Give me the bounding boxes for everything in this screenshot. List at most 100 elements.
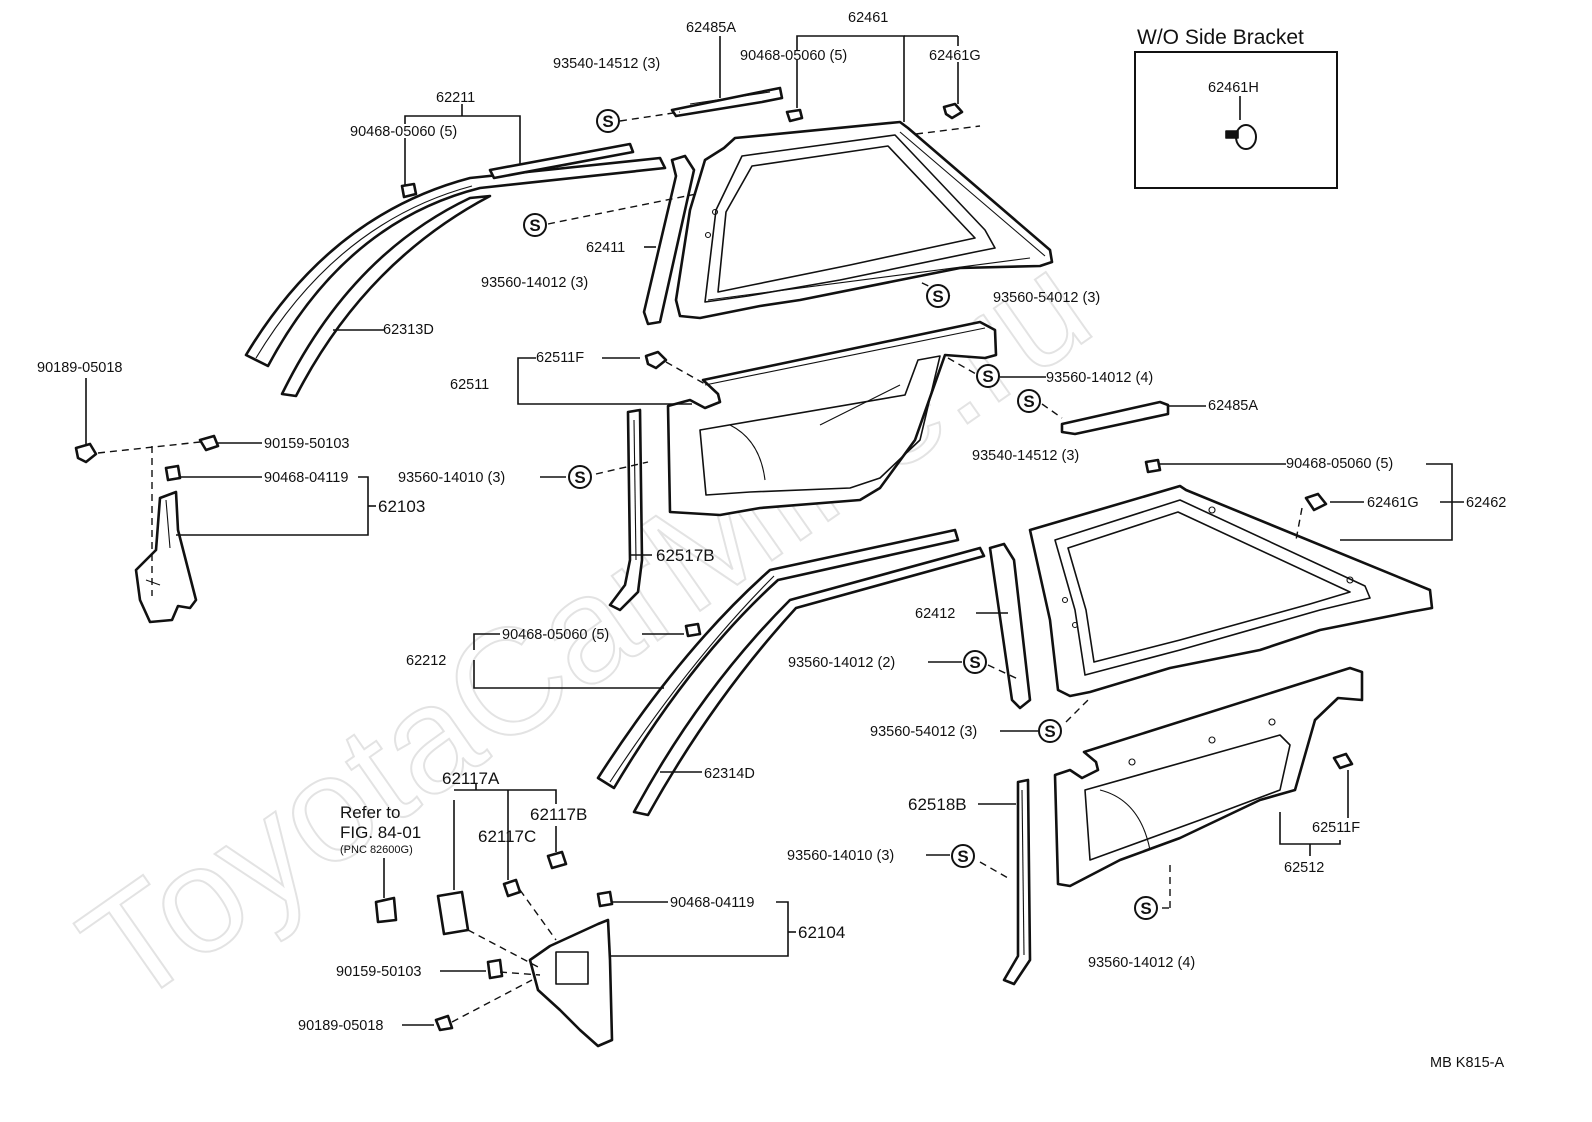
label-90159-50103-b: 90159-50103 (336, 964, 421, 980)
label-62511: 62511 (450, 377, 489, 393)
inset-box: W/O Side Bracket 62461H (1134, 26, 1338, 189)
molding-62314D (596, 528, 986, 817)
clip-62511F-b (1332, 752, 1354, 770)
quarter-window-frame-62462 (1028, 484, 1434, 698)
label-90189-05018-b: 90189-05018 (298, 1018, 383, 1034)
label-62485A-mid: 62485A (1208, 398, 1258, 414)
clip-90468-04119-b (596, 890, 614, 908)
label-93560-14012-a: 93560-14012 (3) (481, 275, 588, 291)
label-62211: 62211 (436, 90, 475, 106)
pillar-trim-62103 (134, 490, 198, 624)
svg-text:S: S (1140, 899, 1151, 918)
seal-badge: S (1017, 389, 1041, 413)
dashed-connectors (97, 111, 1303, 1023)
label-62511F-b: 62511F (1312, 820, 1360, 836)
label-90468-05060-mid: 90468-05060 (5) (502, 627, 609, 643)
label-62117B: 62117B (530, 805, 587, 824)
label-90468-04119-b: 90468-04119 (670, 895, 754, 911)
clip-right-90468 (1144, 458, 1162, 474)
clip-90468-04119-a (164, 464, 182, 482)
clip-62117A-plate (436, 890, 470, 936)
label-93540-14512-b: 93540-14512 (3) (972, 448, 1079, 464)
seal-badge: S (951, 844, 975, 868)
svg-text:S: S (574, 468, 585, 487)
label-90468-05060-left: 90468-05060 (5) (350, 124, 457, 140)
bracket-62485A-mid (1060, 400, 1170, 436)
label-93540-14512-top: 93540-14512 (3) (553, 56, 660, 72)
label-62117A: 62117A (442, 769, 500, 788)
bracket-62485A-top (670, 86, 784, 118)
label-90468-05060-r: 90468-05060 (5) (1286, 456, 1393, 472)
clip-62117B (546, 850, 568, 870)
clip-62511F-top (644, 350, 668, 370)
trim-panel-62512 (1053, 666, 1364, 888)
seal-badge: S (568, 465, 592, 489)
label-62461G-top: 62461G (929, 48, 981, 64)
part-labels: 62485A 62461 93540-14512 (3) 90468-05060… (37, 10, 1506, 1071)
label-62512: 62512 (1284, 860, 1324, 876)
seal-badge: S (926, 284, 950, 308)
label-90159-50103-a: 90159-50103 (264, 436, 349, 452)
label-90468-05060-top: 90468-05060 (5) (740, 48, 847, 64)
label-62461: 62461 (848, 10, 888, 26)
label-62103: 62103 (378, 497, 425, 516)
label-62313D: 62313D (383, 322, 434, 338)
svg-text:S: S (982, 367, 993, 386)
label-62485A-top: 62485A (686, 20, 736, 36)
clip-mid-90468 (684, 622, 702, 638)
inset-frame (1134, 51, 1338, 189)
seal-badge: S (976, 364, 1000, 388)
svg-text:S: S (602, 112, 613, 131)
label-62518B: 62518B (908, 795, 967, 814)
label-93560-14010-b: 93560-14010 (3) (787, 848, 894, 864)
label-refer-line1: Refer to (340, 803, 400, 822)
seal-badge: S (596, 109, 620, 133)
clip-left-90468 (400, 182, 418, 199)
label-93560-14012-b: 93560-14012 (4) (1046, 370, 1153, 386)
label-93560-54012-b: 93560-54012 (3) (870, 724, 977, 740)
pillar-trim-62104 (528, 918, 614, 1048)
svg-text:S: S (1044, 722, 1055, 741)
label-93560-14012-d: 93560-14012 (4) (1088, 955, 1195, 971)
leader-lines (85, 35, 1464, 1026)
clip-90189-a (74, 442, 98, 464)
footer-code: MB K815-A (1430, 1055, 1504, 1071)
label-62462: 62462 (1466, 495, 1506, 511)
svg-text:S: S (1023, 392, 1034, 411)
molding-62313D (244, 142, 667, 398)
trim-panel-62511 (666, 320, 998, 517)
clip-top-90468 (785, 108, 804, 123)
seal-badge: S (1038, 719, 1062, 743)
label-62461G-r: 62461G (1367, 495, 1419, 511)
label-62411: 62411 (586, 240, 625, 256)
clip-right-62461G (1304, 492, 1328, 512)
seal-badge: S (1134, 896, 1158, 920)
label-refer-line3: (PNC 82600G) (340, 844, 413, 856)
label-refer-line2: FIG. 84-01 (340, 823, 421, 842)
svg-text:S: S (969, 653, 980, 672)
label-93560-14012-c: 93560-14012 (2) (788, 655, 895, 671)
svg-text:S: S (957, 847, 968, 866)
seal-badge: S (523, 213, 547, 237)
seal-badge: S (963, 650, 987, 674)
label-62117C: 62117C (478, 827, 536, 846)
label-62517B: 62517B (656, 546, 715, 565)
label-62412: 62412 (915, 606, 955, 622)
screw-90159-a (198, 434, 220, 452)
label-93560-14010-a: 93560-14010 (3) (398, 470, 505, 486)
refer-part-icon (374, 896, 398, 924)
label-90189-05018-a: 90189-05018 (37, 360, 122, 376)
clip-62117C (502, 878, 522, 898)
label-62511F-a: 62511F (536, 350, 584, 366)
svg-text:S: S (529, 216, 540, 235)
clip-62461H-icon (1225, 124, 1257, 150)
strip-62517B (608, 408, 644, 612)
label-62212: 62212 (406, 653, 446, 669)
screw-90159-b (486, 958, 504, 980)
clip-90189-b (434, 1014, 454, 1032)
svg-text:S: S (932, 287, 943, 306)
quarter-window-frame-62461 (674, 120, 1054, 320)
inset-title: W/O Side Bracket (1137, 26, 1304, 49)
